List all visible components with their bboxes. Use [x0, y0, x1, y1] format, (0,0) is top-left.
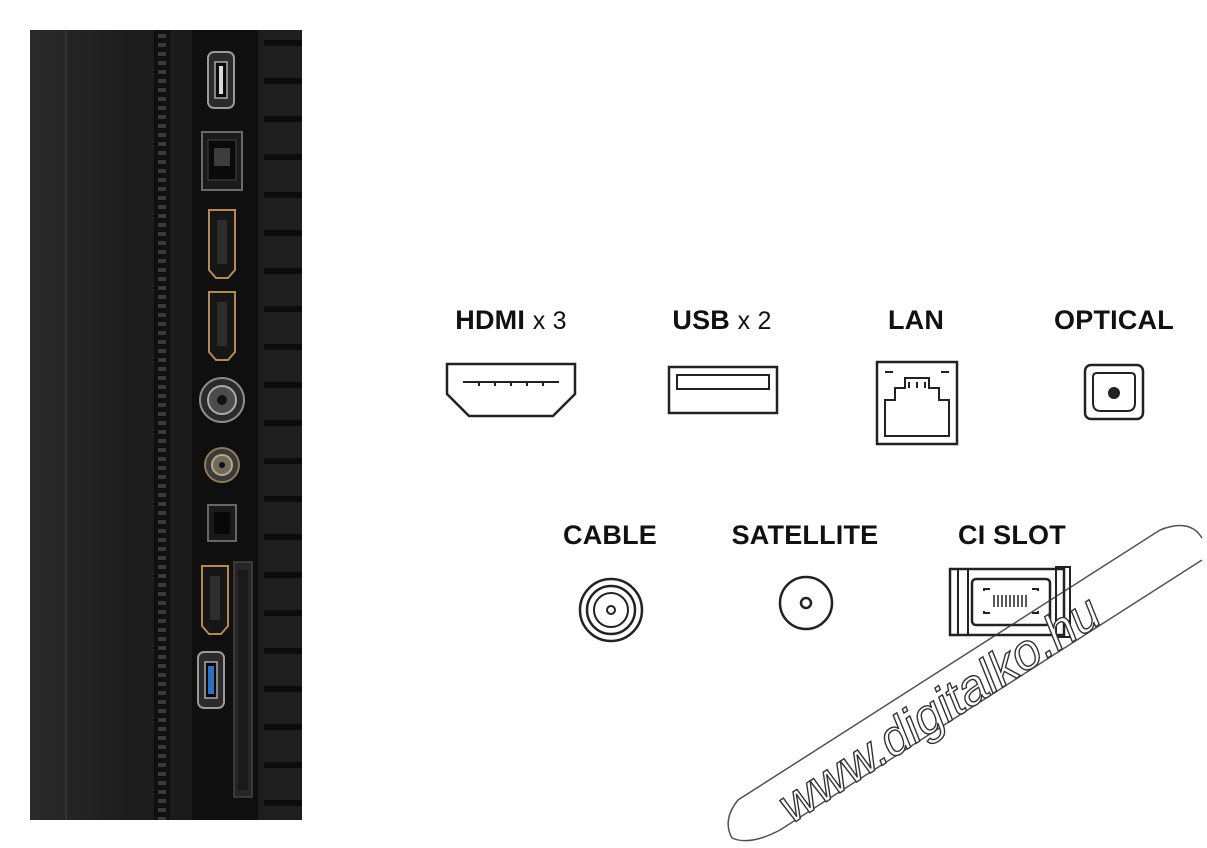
photo-port-satellite — [204, 447, 240, 483]
optical-port-icon — [1083, 363, 1145, 421]
photo-port-usb-top — [207, 51, 235, 109]
satellite-port-icon — [778, 575, 834, 631]
hdmi-multiplier: x 3 — [532, 307, 567, 335]
photo-port-cable — [199, 377, 245, 423]
satellite-label: SATELLITE — [731, 520, 879, 550]
coax-cable-port-icon — [578, 577, 644, 643]
photo-port-lan — [201, 131, 243, 191]
photo-port-hdmi-2 — [208, 291, 236, 361]
usb-multiplier: x 2 — [737, 307, 772, 335]
photo-port-usb-blue — [197, 651, 225, 709]
hdmi-label: HDMI x 3 — [455, 305, 567, 335]
usb-label: USB x 2 — [672, 305, 772, 335]
photo-port-optical — [207, 504, 237, 542]
ci-slot-label: CI SLOT — [958, 520, 1066, 550]
tv-port-panel-photo — [30, 30, 302, 820]
hdmi-port-icon — [445, 362, 577, 418]
usb-port-icon — [667, 365, 779, 415]
lan-label: LAN — [887, 305, 945, 335]
ci-slot-icon — [948, 566, 1071, 638]
optical-label: OPTICAL — [1054, 305, 1174, 335]
photo-port-hdmi-3 — [201, 565, 229, 635]
photo-port-hdmi-1 — [208, 209, 236, 279]
cable-label: CABLE — [563, 520, 657, 550]
photo-ci-slot — [233, 561, 253, 798]
ethernet-port-icon — [875, 360, 959, 446]
